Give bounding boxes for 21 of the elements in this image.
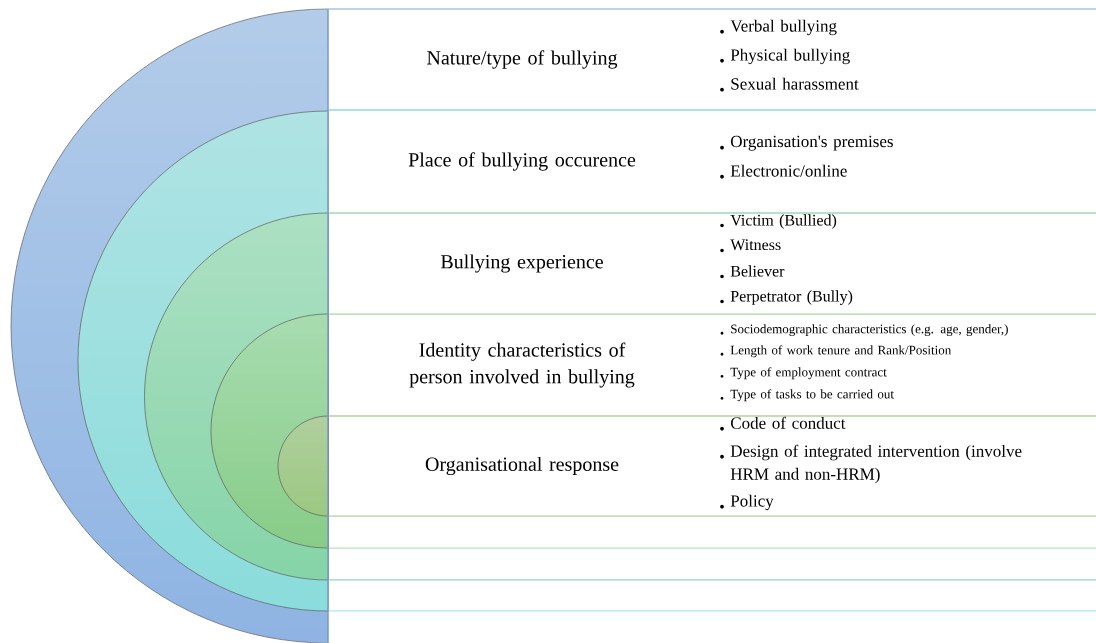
bullet-item: Sociodemographic characteristics (e.g. age, gender,): [731, 324, 1008, 337]
bullet-item: Physical bullying: [730, 48, 850, 65]
bullet-item: Victim (Bullied): [730, 214, 837, 229]
bullet-item: Code of conduct: [730, 416, 846, 429]
bullet-item: Type of tasks to be carried out: [730, 389, 894, 402]
bullet-item: Perpetrator (Bully): [730, 290, 853, 305]
bullet-item: Policy: [730, 494, 774, 511]
bullet-item: Believer: [730, 265, 785, 277]
row-heading: Place of bullying occurence: [408, 152, 636, 171]
bullet-item: Sexual harassment: [731, 77, 859, 90]
bullet-item: Electronic/online: [730, 164, 847, 177]
row-heading: Bullying experience: [440, 254, 603, 273]
bullet-item: Design of integrated intervention (involve HRM and non-HRM): [730, 444, 1022, 484]
bullet-item: Organisation's premises: [730, 135, 893, 151]
row-heading: Nature/type of bullying: [427, 50, 618, 69]
row-heading: Identity characteristics of person involved in bullying: [409, 342, 635, 388]
row-heading: Organisational response: [425, 456, 619, 476]
bullet-item: Witness: [730, 239, 781, 251]
bullet-item: Length of work tenure and Rank/Position: [730, 345, 952, 358]
bullet-item: Type of employment contract: [730, 367, 887, 380]
bullet-item: Verbal bullying: [730, 19, 837, 36]
